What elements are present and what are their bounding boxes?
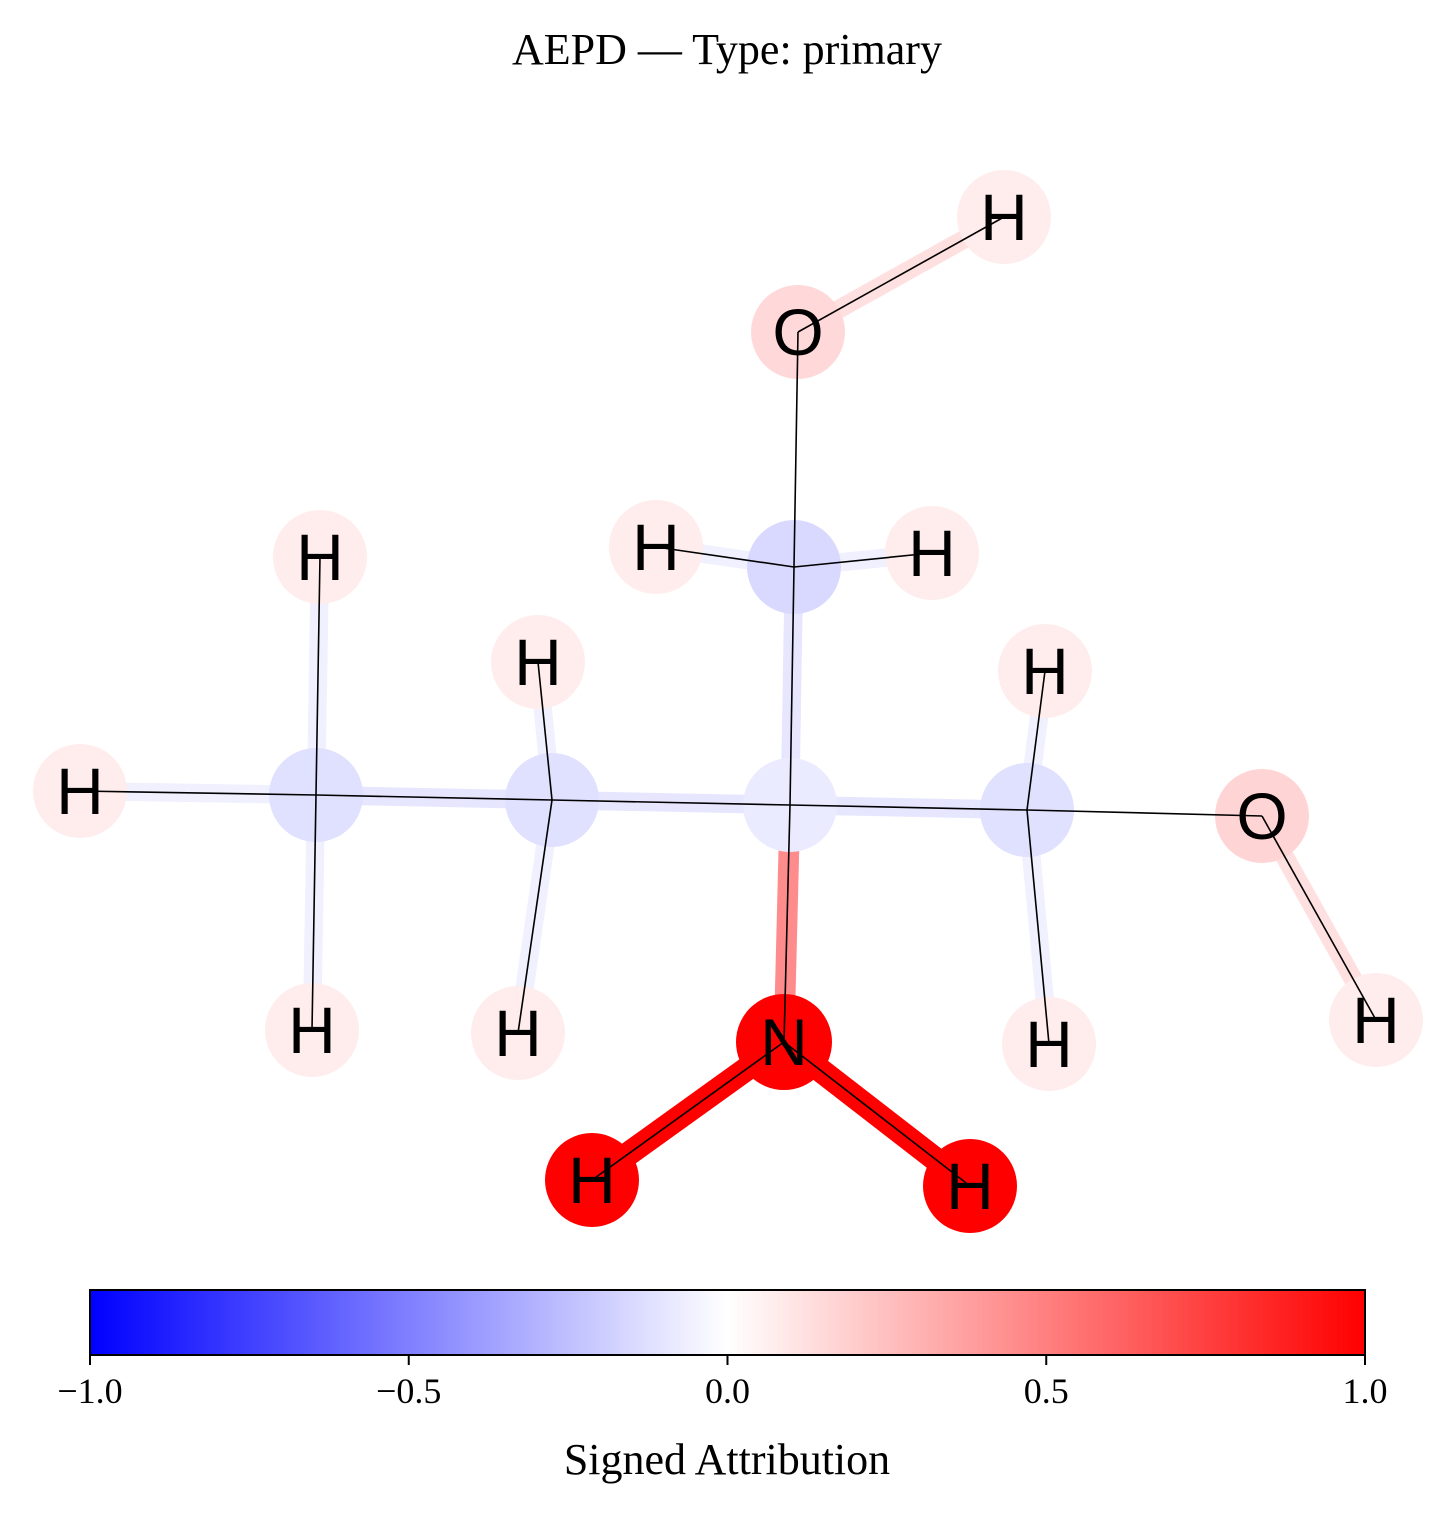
colorbar-tick-label: 0.5	[1024, 1371, 1069, 1411]
atom-label-H9: H	[1021, 634, 1069, 708]
bond-C2-C3	[551, 799, 791, 806]
bond-C4-H7	[793, 552, 933, 568]
colorbar-gradient	[89, 1289, 1366, 1356]
bond-C5-H9	[1026, 670, 1046, 811]
bond-C5-H10	[1026, 809, 1050, 1045]
bond-C1-H1	[79, 790, 317, 796]
colorbar: −1.0 −0.5 0.0 0.5 1.0 Signed Attribution	[57, 1289, 1388, 1484]
atom-label-H5: H	[494, 996, 542, 1070]
bond-O2-H11	[1261, 815, 1377, 1021]
colorbar-tick-label: 1.0	[1343, 1371, 1388, 1411]
colorbar-tick-label: −0.5	[376, 1371, 441, 1411]
atom-label-N1: N	[760, 1005, 808, 1079]
atom-label-H1: H	[56, 754, 104, 828]
atom-label-H2: H	[296, 520, 344, 594]
atom-label-H7: H	[908, 516, 956, 590]
bond-C3-C5	[789, 804, 1028, 811]
atom-label-H6: H	[632, 510, 680, 584]
atom-label-H11: H	[1352, 983, 1400, 1057]
bond-C3-C4	[789, 566, 795, 806]
bond-C1-H2	[315, 556, 321, 796]
atom-label-O1: O	[772, 295, 823, 369]
atom-label-H13: H	[568, 1143, 616, 1217]
bond-C1-C2	[315, 794, 553, 801]
colorbar-label: Signed Attribution	[564, 1435, 890, 1484]
bond-C1-H3	[311, 794, 317, 1031]
colorbar-tick-label: −1.0	[57, 1371, 122, 1411]
atom-label-H10: H	[1025, 1007, 1073, 1081]
bond-C3-N1	[783, 804, 791, 1043]
bond-C2-H5	[517, 799, 553, 1034]
atom-label-H3: H	[288, 993, 336, 1067]
atom-label-H8: H	[980, 180, 1028, 254]
bond-O1-H8	[797, 216, 1005, 333]
bond-C2-H4	[537, 661, 553, 801]
figure-title: AEPD — Type: primary	[512, 25, 942, 74]
atom-label-O2: O	[1236, 779, 1287, 853]
bond-C4-O1	[793, 331, 799, 568]
bond-line-layer	[79, 216, 1377, 1187]
bond-C5-O2	[1026, 809, 1263, 817]
colorbar-ticks: −1.0 −0.5 0.0 0.5 1.0	[57, 1355, 1388, 1411]
bond-C4-H6	[655, 546, 795, 568]
atom-label-H14: H	[946, 1149, 994, 1223]
atom-label-H4: H	[514, 625, 562, 699]
bond-N1-H13	[591, 1041, 785, 1181]
bond-N1-H14	[783, 1041, 971, 1187]
colorbar-tick-label: 0.0	[705, 1371, 750, 1411]
